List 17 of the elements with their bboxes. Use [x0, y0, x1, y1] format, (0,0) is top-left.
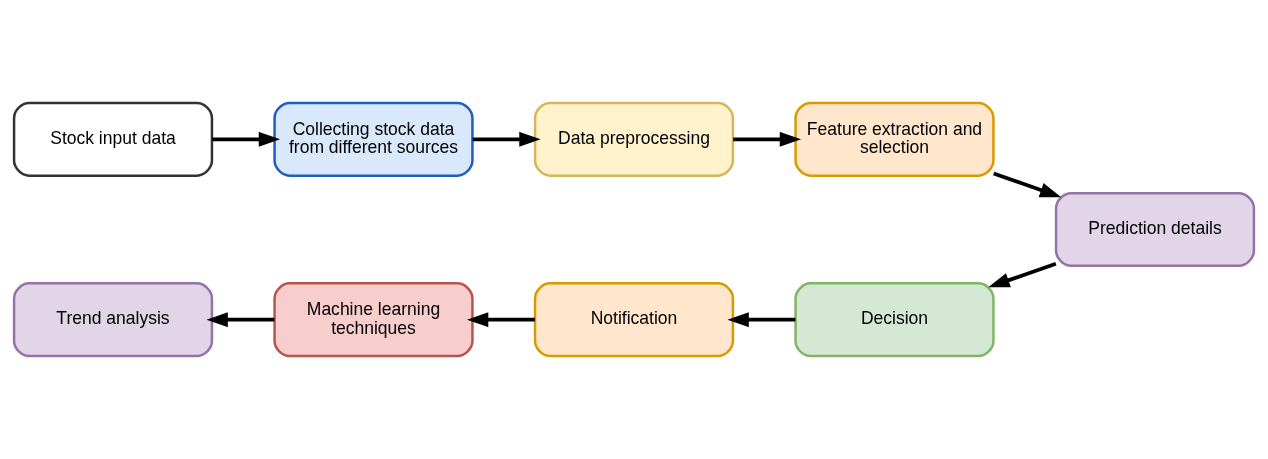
arrow [206, 312, 275, 328]
arrow [733, 131, 802, 147]
arrow [472, 131, 541, 147]
arrow [212, 131, 281, 147]
node-box: Prediction details [1054, 191, 1256, 268]
node-box: Notification [533, 282, 735, 358]
node-box: Stock input data [12, 101, 214, 177]
node-box: Machine learning techniques [273, 282, 474, 358]
arrow [988, 261, 1057, 288]
arrow [993, 171, 1062, 198]
arrow [466, 312, 535, 328]
node-box: Data preprocessing [533, 101, 735, 177]
node-box: Decision [794, 282, 995, 358]
node-box: Trend analysis [12, 282, 214, 358]
arrow [727, 312, 796, 328]
node-box: Feature extraction and selection [794, 101, 995, 177]
node-box: Collecting stock data from different sources [273, 101, 474, 177]
